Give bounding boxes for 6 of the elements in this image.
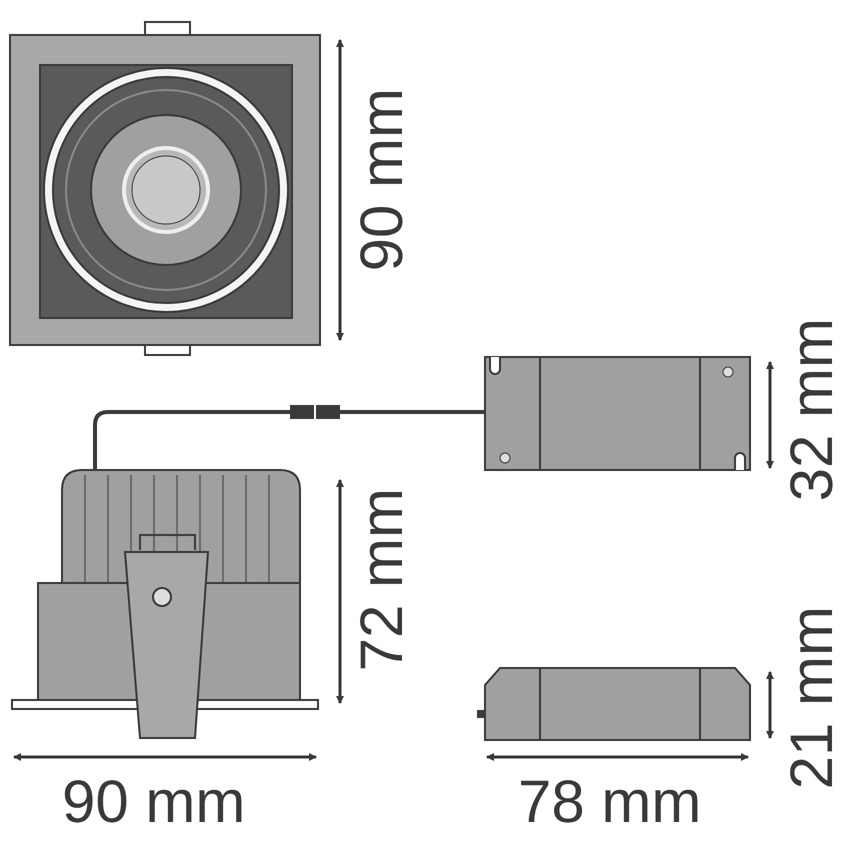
- dimension-label: 90 mm: [62, 772, 246, 832]
- dimension-label: 72 mm: [352, 488, 412, 672]
- dimension-label: 32 mm: [782, 318, 842, 502]
- dimension-label: 78 mm: [518, 772, 702, 832]
- dimension-label: 21 mm: [782, 606, 842, 790]
- dimension-label: 90 mm: [352, 88, 412, 272]
